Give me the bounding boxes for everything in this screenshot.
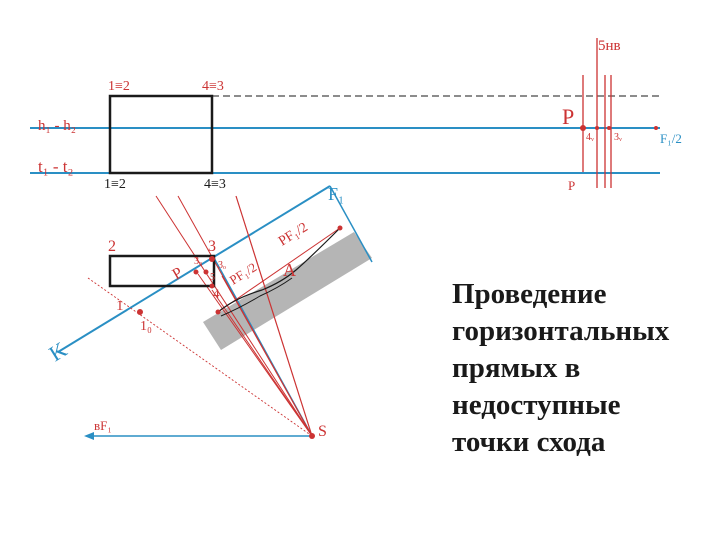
gray-band (203, 232, 372, 350)
red-pf-line (217, 227, 341, 313)
point-p (580, 125, 586, 131)
top-rectangle (108, 94, 214, 175)
point-f1-end (337, 225, 343, 231)
label-pf1-half-upper: PF₁/2 (276, 220, 311, 249)
point-1zero (137, 309, 143, 315)
caption-line-4: недоступные (452, 389, 621, 421)
brace-lower (220, 277, 293, 317)
label-4v: 4ᵥ (586, 132, 594, 143)
label-2: 2 (108, 238, 116, 255)
point-pf (215, 309, 221, 315)
red-ray-5 (221, 275, 313, 437)
red-diagonal (87, 277, 313, 437)
label-1: 1 (116, 298, 124, 314)
red-ray-6 (211, 289, 313, 437)
label-p-left: P (170, 264, 186, 283)
label-1zero: 1₀ (140, 319, 152, 334)
caption-line-3: прямых в (452, 352, 581, 384)
label-k: K (44, 337, 71, 367)
label-f1: F₁ (328, 184, 344, 204)
slide-caption: Проведение горизонтальных прямых в недос… (452, 276, 714, 461)
point-5 (203, 269, 209, 275)
label-top-1-2: 1≡2 (108, 79, 130, 94)
vf1-arrowhead (84, 432, 94, 440)
f1-ray (329, 185, 373, 263)
label-vf1: вF₁ (94, 418, 112, 433)
label-p-big: P (562, 104, 574, 129)
label-3v: 3ᵥ (614, 132, 622, 143)
point-s (309, 433, 315, 439)
label-5: 5 (210, 272, 215, 283)
point-3 (209, 256, 215, 262)
point-4 (209, 283, 215, 289)
label-3zero: 3₀ (194, 256, 203, 267)
label-a: A (283, 260, 296, 280)
label-mid-1-2: 1≡2 (104, 177, 126, 192)
label-s: S (318, 423, 327, 440)
red-ray-1 (155, 195, 313, 437)
point-3v (607, 126, 611, 130)
brace-upper (217, 227, 341, 313)
label-3zero-b: 3ₒ (218, 260, 226, 271)
point-4v (595, 126, 599, 130)
label-mid-4-3: 4≡3 (204, 177, 226, 192)
point-p-left (193, 269, 199, 275)
label-top-4-3: 4≡3 (202, 79, 224, 94)
label-5hv: 5нв (598, 38, 621, 54)
lower-rectangle (108, 254, 216, 288)
caption-line-1: Проведение (452, 278, 607, 310)
label-4: 4 (213, 286, 220, 301)
red-ray-3 (235, 195, 313, 437)
label-pf1-half-lower: PF₁/2 (227, 259, 260, 287)
k-axis (57, 185, 331, 353)
label-p-small: P (568, 178, 575, 193)
label-3: 3 (208, 238, 216, 255)
label-t1-t2: t₁ - t₂ (38, 157, 73, 176)
label-h1-h2: h₁ - h₂ (38, 118, 76, 134)
caption-line-5: точки схода (452, 426, 606, 458)
point-f1-half (654, 126, 658, 130)
label-f1-half-right: F₁/2 (660, 131, 682, 146)
caption-line-2: горизонтальных (452, 315, 670, 347)
